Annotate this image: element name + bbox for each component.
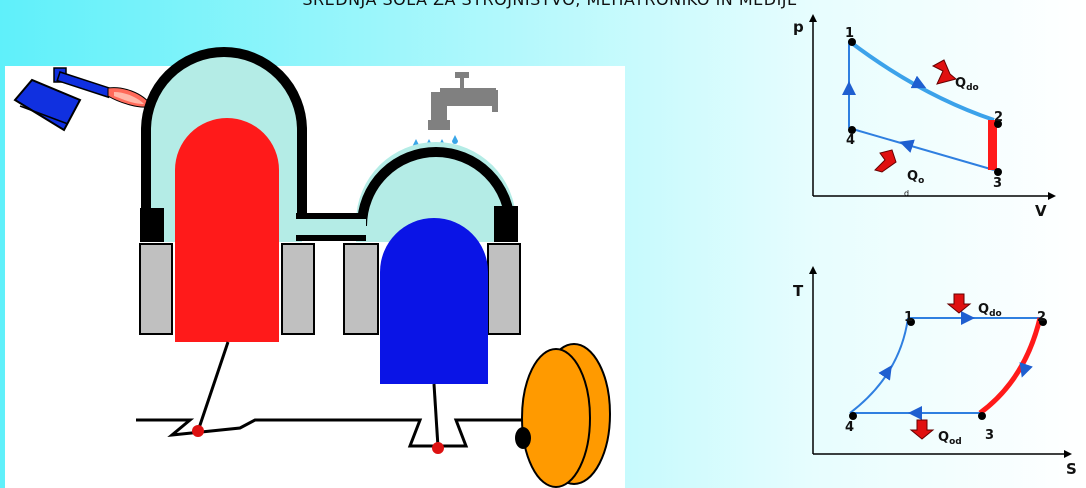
ts-point-3: 3 xyxy=(985,428,994,443)
heat-arrow-icon xyxy=(909,419,935,440)
heat-arrow-icon xyxy=(946,293,972,314)
pv-heat-in-label: Qdo xyxy=(955,76,979,93)
pv-y-axis-label: p xyxy=(793,18,804,36)
cold-crank-pin xyxy=(432,442,444,454)
cold-power-piston xyxy=(380,218,488,384)
ts-y-axis-label: T xyxy=(793,282,804,300)
heat-arrow-icon xyxy=(931,59,958,85)
ts-point-4: 4 xyxy=(845,420,854,435)
transfer-pipe xyxy=(296,213,366,241)
hot-displacer-piston xyxy=(175,118,279,342)
ts-heat-curve xyxy=(978,317,1043,416)
heat-arrow-icon xyxy=(874,149,897,173)
pv-point-4: 4 xyxy=(846,133,855,148)
ts-heat-out-label: Qod xyxy=(938,430,962,447)
cold-cylinder xyxy=(343,142,521,384)
cold-connecting-rod xyxy=(432,383,440,448)
flywheel xyxy=(515,343,611,488)
pv-point-2: 2 xyxy=(994,110,1003,125)
pv-heat-out-extra: d xyxy=(904,189,909,198)
ts-x-axis-label: S xyxy=(1066,460,1077,478)
ts-diagram: T S 1 2 3 4 Qdo Qod xyxy=(793,266,1077,478)
hot-cylinder xyxy=(139,47,315,342)
hot-crank-pin xyxy=(192,425,204,437)
pv-x-axis-label: V xyxy=(1035,202,1047,220)
hot-connecting-rod xyxy=(196,341,230,432)
crankshaft xyxy=(136,341,560,448)
pv-point-3: 3 xyxy=(993,176,1002,191)
page-title: SREDNJA ŠOLA ZA STROJNIŠTVO, MEHATRONIKO… xyxy=(0,0,1086,9)
pv-heat-out-label: Qo xyxy=(907,169,924,186)
burner-icon xyxy=(13,67,153,132)
ts-heat-in-label: Qdo xyxy=(978,302,1002,319)
ts-point-1: 1 xyxy=(904,310,913,325)
pv-point-1: 1 xyxy=(845,26,854,41)
ts-point-2: 2 xyxy=(1037,310,1046,325)
pv-diagram: p V 1 2 3 4 Qdo Qo d xyxy=(793,14,1056,220)
pv-heat-segment xyxy=(988,120,997,170)
